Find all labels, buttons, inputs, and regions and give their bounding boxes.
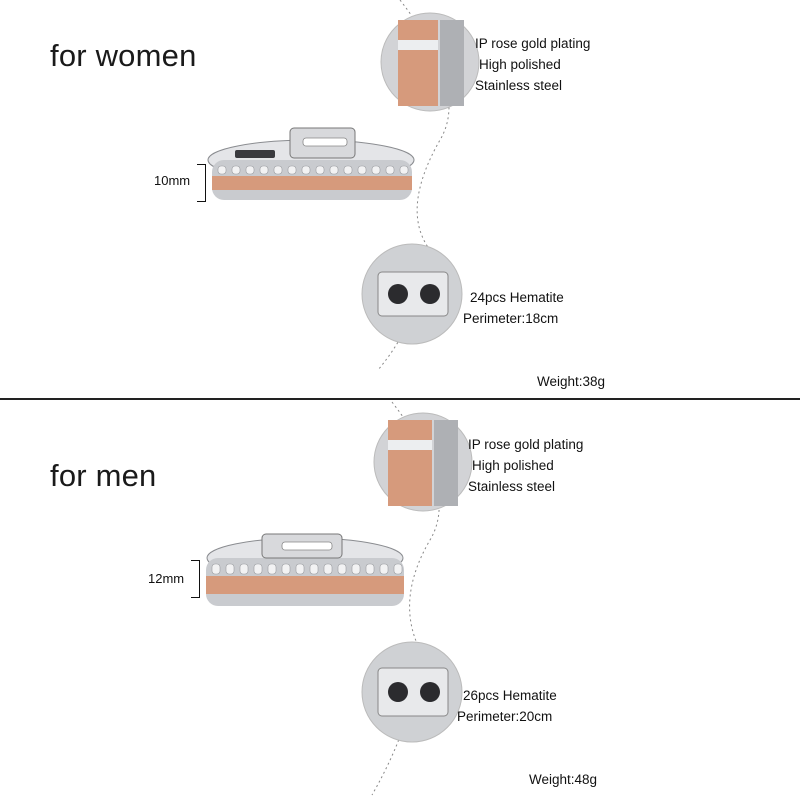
feature-plating: IP rose gold plating xyxy=(468,437,584,452)
bracelet-link xyxy=(253,563,263,575)
bracelet-link xyxy=(309,563,319,575)
bracelet-link xyxy=(365,563,375,575)
bracelet-link xyxy=(343,165,353,175)
women-width-label: 10mm xyxy=(154,173,191,188)
bracelet-link xyxy=(379,563,389,575)
bracelet-link xyxy=(211,563,221,575)
men-width-label: 12mm xyxy=(148,571,185,586)
women-heading: for women xyxy=(50,38,197,73)
bracelet-link xyxy=(267,563,277,575)
feature-polished: High polished xyxy=(472,458,554,473)
bracelet-link xyxy=(225,563,235,575)
feature-plating: IP rose gold plating xyxy=(475,36,591,51)
women-magnets: 24pcs Hematite Perimeter:18cm xyxy=(463,287,564,329)
women-bracelet-image xyxy=(207,127,415,200)
bracelet-link xyxy=(371,165,381,175)
bracelet-link xyxy=(357,165,367,175)
women-weight: Weight:38g xyxy=(537,374,606,389)
magnet-count: 24pcs Hematite xyxy=(470,290,564,305)
bracelet-link xyxy=(399,165,409,175)
bracelet-link xyxy=(281,563,291,575)
men-weight: Weight:48g xyxy=(529,772,598,787)
bracelet-link xyxy=(273,165,283,175)
women-plating-closeup xyxy=(380,12,480,112)
bracelet-link xyxy=(393,563,403,575)
magnet-count: 26pcs Hematite xyxy=(463,688,557,703)
men-hematite-closeup xyxy=(361,641,463,743)
feature-polished: High polished xyxy=(479,57,561,72)
women-illustration xyxy=(207,0,480,371)
connector-line xyxy=(377,0,450,371)
section-divider xyxy=(0,398,800,400)
feature-material: Stainless steel xyxy=(468,479,556,494)
feature-material: Stainless steel xyxy=(475,78,563,93)
women-panel: for women 10mm IP r xyxy=(50,0,606,389)
perimeter: Perimeter:20cm xyxy=(457,709,553,724)
bracelet-link xyxy=(315,165,325,175)
men-width-bracket xyxy=(191,560,200,598)
bracelet-link xyxy=(259,165,269,175)
bracelet-link xyxy=(239,563,249,575)
men-plating-closeup xyxy=(373,412,473,512)
bracelet-link xyxy=(287,165,297,175)
bracelet-link xyxy=(217,165,227,175)
men-illustration xyxy=(206,401,473,796)
men-magnets: 26pcs Hematite Perimeter:20cm xyxy=(457,685,557,727)
bracelet-link xyxy=(329,165,339,175)
bracelet-link xyxy=(245,165,255,175)
bracelet-link xyxy=(323,563,333,575)
men-panel: for men 12mm IP rose gold plating High p… xyxy=(0,400,800,800)
bracelet-link xyxy=(231,165,241,175)
bracelet-link xyxy=(351,563,361,575)
women-width-bracket xyxy=(197,164,206,202)
men-bracelet-image xyxy=(206,533,404,606)
women-features: IP rose gold plating High polished Stain… xyxy=(475,33,590,96)
perimeter: Perimeter:18cm xyxy=(463,311,559,326)
bracelet-link xyxy=(337,563,347,575)
men-heading: for men xyxy=(50,458,157,493)
bracelet-link xyxy=(301,165,311,175)
bracelet-link xyxy=(295,563,305,575)
men-features: IP rose gold plating High polished Stain… xyxy=(468,434,583,497)
women-hematite-closeup xyxy=(361,243,463,345)
bracelet-link xyxy=(385,165,395,175)
